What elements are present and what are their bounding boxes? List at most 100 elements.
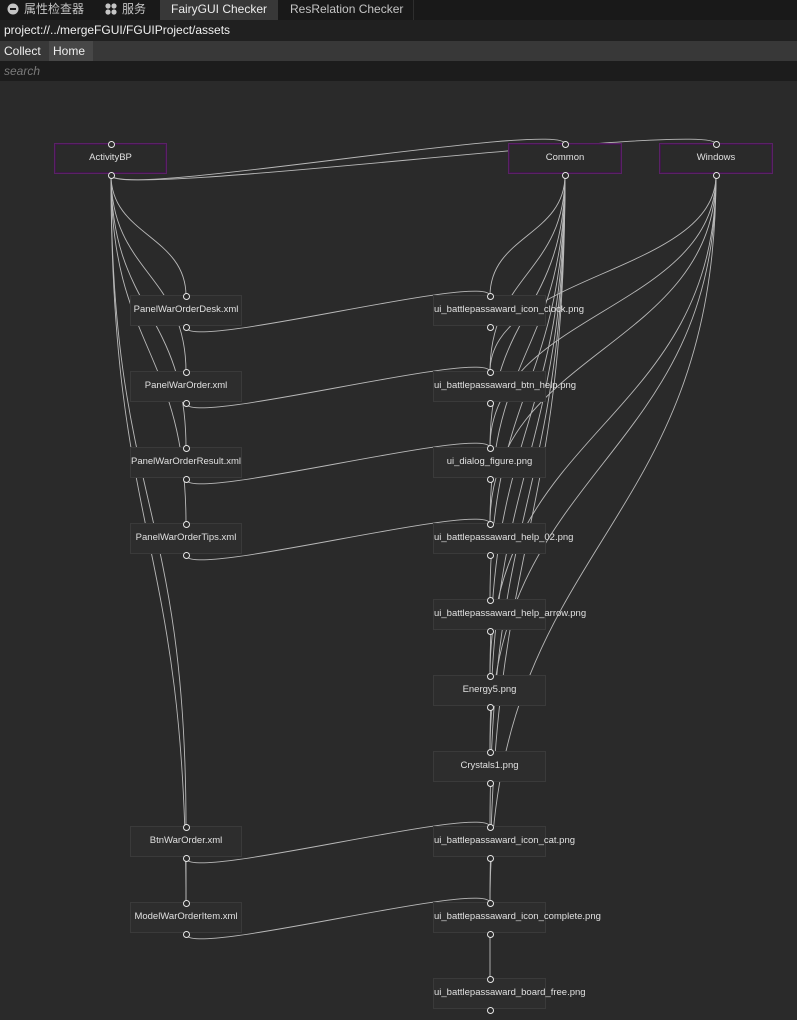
graph-node-btn-help[interactable]: ui_battlepassaward_btn_help.png [433, 371, 576, 402]
graph-node-crystals1[interactable]: Crystals1.png [433, 751, 546, 782]
in-port[interactable] [486, 899, 494, 907]
edge-layer [110, 138, 717, 979]
graph-node-energy5[interactable]: Energy5.png [433, 675, 546, 706]
out-port[interactable] [486, 1006, 494, 1014]
toolbar: Collect Home [0, 41, 797, 61]
node-label: BtnWarOrder.xml [149, 835, 223, 846]
in-port[interactable] [486, 368, 494, 376]
search-input[interactable] [0, 61, 797, 81]
graph-edge [110, 138, 566, 181]
graph-node-btnwarorder[interactable]: BtnWarOrder.xml [130, 826, 242, 857]
out-port[interactable] [182, 475, 190, 483]
in-port[interactable] [107, 140, 115, 148]
out-port[interactable] [486, 930, 494, 938]
node-label: Crystals1.png [460, 760, 519, 771]
node-label: Windows [696, 152, 736, 163]
out-port[interactable] [561, 171, 569, 179]
graph-edge [489, 174, 566, 677]
out-port[interactable] [107, 171, 115, 179]
in-port[interactable] [182, 823, 190, 831]
collect-button[interactable]: Collect [4, 44, 41, 58]
tab-inspector[interactable]: 属性检查器 [0, 0, 95, 20]
graph-edge [110, 174, 187, 373]
in-port[interactable] [182, 899, 190, 907]
graph-node-icon-cat[interactable]: ui_battlepassaward_icon_cat.png [433, 826, 576, 857]
info-circle-icon [7, 3, 19, 15]
node-label: ui_battlepassaward_help_arrow.png [434, 608, 587, 619]
graph-node-board-free[interactable]: ui_battlepassaward_board_free.png [433, 978, 586, 1009]
graph-node-panelwarordertips[interactable]: PanelWarOrderTips.xml [130, 523, 242, 554]
node-label: PanelWarOrderTips.xml [135, 532, 237, 543]
tab-label: FairyGUI Checker [171, 2, 268, 16]
home-button[interactable]: Home [49, 41, 93, 61]
node-label: ui_battlepassaward_icon_clock.png [434, 304, 584, 315]
out-port[interactable] [486, 703, 494, 711]
graph-node-icon-clock[interactable]: ui_battlepassaward_icon_clock.png [433, 295, 584, 326]
graph-node-modelwarorderitem[interactable]: ModelWarOrderItem.xml [130, 902, 242, 933]
graph-edge [110, 174, 187, 828]
graph-node-dialog-figure[interactable]: ui_dialog_figure.png [433, 447, 546, 478]
in-port[interactable] [182, 520, 190, 528]
out-port[interactable] [486, 551, 494, 559]
node-label: ui_battlepassaward_help_02.png [434, 532, 574, 543]
tab-services[interactable]: 服务 [95, 0, 160, 20]
out-port[interactable] [486, 627, 494, 635]
graph-edge [489, 174, 717, 753]
node-label: ActivityBP [89, 152, 132, 163]
services-grid-icon [105, 3, 117, 15]
in-port[interactable] [486, 444, 494, 452]
tab-fairygui-checker[interactable]: FairyGUI Checker [160, 0, 278, 20]
in-port[interactable] [182, 368, 190, 376]
out-port[interactable] [182, 854, 190, 862]
in-port[interactable] [486, 823, 494, 831]
out-port[interactable] [486, 854, 494, 862]
graph-node-help-arrow[interactable]: ui_battlepassaward_help_arrow.png [433, 599, 587, 630]
in-port[interactable] [486, 520, 494, 528]
node-label: ui_battlepassaward_icon_cat.png [434, 835, 576, 846]
out-port[interactable] [486, 475, 494, 483]
out-port[interactable] [182, 399, 190, 407]
out-port[interactable] [182, 930, 190, 938]
node-label: ui_battlepassaward_board_free.png [434, 987, 586, 998]
graph-edge [489, 174, 566, 373]
project-path: project://../mergeFGUI/FGUIProject/asset… [4, 23, 231, 37]
tab-resrelation-checker[interactable]: ResRelation Checker [278, 0, 414, 20]
in-port[interactable] [561, 140, 569, 148]
in-port[interactable] [486, 292, 494, 300]
path-bar: project://../mergeFGUI/FGUIProject/asset… [0, 20, 797, 41]
graph-edge [185, 897, 491, 940]
in-port[interactable] [486, 596, 494, 604]
graph-node-panelwarorderdesk[interactable]: PanelWarOrderDesk.xml [130, 295, 242, 326]
graph-node-panelwarorderresult[interactable]: PanelWarOrderResult.xml [130, 447, 242, 478]
graph-edge [110, 174, 187, 297]
tab-label: 属性检查器 [24, 2, 85, 16]
graph-node-help-02[interactable]: ui_battlepassaward_help_02.png [433, 523, 574, 554]
graph-node-windows[interactable]: Windows [659, 143, 773, 174]
out-port[interactable] [712, 171, 720, 179]
out-port[interactable] [486, 399, 494, 407]
out-port[interactable] [182, 551, 190, 559]
graph-node-activitybp[interactable]: ActivityBP [54, 143, 167, 174]
out-port[interactable] [486, 779, 494, 787]
in-port[interactable] [182, 444, 190, 452]
graph-node-icon-complete[interactable]: ui_battlepassaward_icon_complete.png [433, 902, 601, 933]
in-port[interactable] [486, 672, 494, 680]
graph-edge [185, 290, 491, 333]
graph-edge [489, 174, 717, 677]
node-label: Common [545, 152, 585, 163]
tab-bar: 属性检查器 服务 FairyGUI Checker ResRelation Ch… [0, 0, 797, 21]
out-port[interactable] [182, 323, 190, 331]
in-port[interactable] [486, 748, 494, 756]
search-bar [0, 61, 797, 81]
graph-node-common[interactable]: Common [508, 143, 622, 174]
node-label: Energy5.png [462, 684, 517, 695]
out-port[interactable] [486, 323, 494, 331]
node-label: PanelWarOrderDesk.xml [133, 304, 239, 315]
in-port[interactable] [182, 292, 190, 300]
graph-edge [489, 174, 566, 828]
in-port[interactable] [486, 975, 494, 983]
in-port[interactable] [712, 140, 720, 148]
graph-edge [489, 174, 566, 297]
graph-node-panelwarorder[interactable]: PanelWarOrder.xml [130, 371, 242, 402]
